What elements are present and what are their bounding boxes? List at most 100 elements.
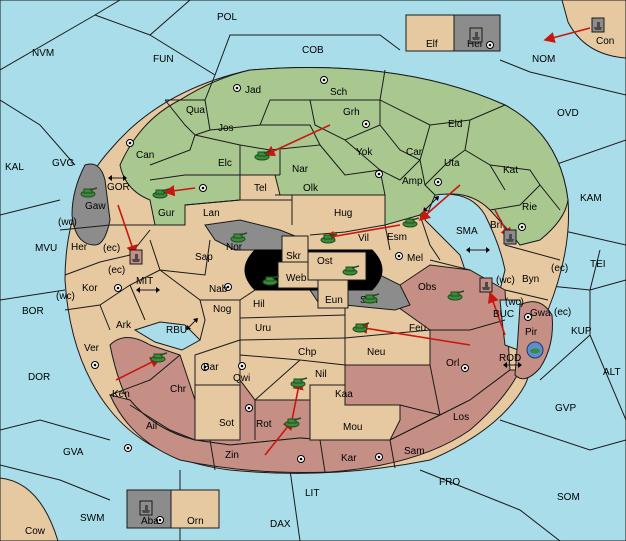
label-ver: Ver (84, 343, 100, 354)
label-car: Car (406, 147, 423, 158)
orn-province[interactable] (170, 489, 220, 529)
army-unit-nil[interactable] (290, 377, 308, 388)
label-con: Con (596, 36, 614, 47)
unit-layer (80, 17, 605, 516)
label-gvg: GVG (52, 158, 74, 169)
skr-province[interactable] (281, 235, 309, 263)
label-wc-gwa: (wc) (505, 297, 524, 308)
supply-centers (91, 41, 532, 524)
label-mel: Mel (407, 253, 423, 264)
label-kar: Kar (341, 453, 357, 464)
army-unit-ost[interactable] (342, 265, 360, 276)
label-ec-kor: (ec) (108, 265, 125, 276)
fleet-unit-pir[interactable] (526, 341, 544, 359)
label-yok: Yok (356, 147, 373, 158)
label-hel: Hel (467, 39, 482, 50)
label-hug: Hug (334, 208, 352, 219)
sea-labels: POL NVM FUN COB NOM OVD KAL GVG KAM SMA … (5, 12, 621, 530)
label-elf: Elf (426, 39, 438, 50)
elf-province[interactable] (405, 14, 455, 52)
label-grh: Grh (343, 107, 360, 118)
label-aba: Aba (141, 516, 159, 527)
army-unit-gaw[interactable] (80, 187, 98, 198)
label-uta: Uta (444, 158, 460, 169)
label-ail: Ail (146, 421, 157, 432)
eun-province[interactable] (317, 279, 349, 309)
label-nvm: NVM (32, 48, 54, 59)
label-zin: Zin (225, 450, 239, 461)
label-kor: Kor (82, 283, 98, 294)
label-orl: Orl (446, 358, 459, 369)
army-unit-nor[interactable] (230, 232, 248, 243)
fleet-unit-bri[interactable] (503, 229, 517, 245)
label-qua: Qua (186, 105, 205, 116)
label-nar: Nar (292, 164, 309, 175)
label-ark: Ark (116, 320, 132, 331)
label-swm: SWM (80, 513, 104, 524)
army-unit-elc[interactable] (254, 150, 272, 161)
label-eld: Eld (448, 119, 462, 130)
label-byn: Byn (522, 274, 539, 285)
label-gaw: Gaw (85, 201, 106, 212)
label-wc-byn: (wc) (496, 275, 515, 286)
army-unit-web[interactable] (262, 275, 280, 286)
label-cob: COB (302, 45, 324, 56)
label-hil: Hil (253, 299, 265, 310)
label-ec-byn: (ec) (551, 263, 568, 274)
move-orders (115, 27, 591, 456)
label-fun: FUN (153, 54, 174, 65)
label-sam: Sam (404, 446, 425, 457)
label-ec-her: (ec) (103, 243, 120, 254)
army-unit-vil[interactable] (320, 233, 338, 244)
label-alt: ALT (603, 367, 621, 378)
army-unit-sun[interactable] (362, 293, 380, 304)
label-ken: Ken (112, 389, 130, 400)
army-unit-ken[interactable] (150, 352, 168, 363)
label-eun: Eun (325, 295, 343, 306)
label-cow: Cow (25, 526, 46, 537)
label-wc-kor: (wc) (56, 291, 75, 302)
label-olk: Olk (303, 183, 319, 194)
label-sap: Sap (195, 252, 213, 263)
label-uru: Uru (255, 323, 271, 334)
label-mit: MIT (136, 276, 153, 287)
label-ost: Ost (317, 256, 333, 267)
fleet-unit-buc[interactable] (479, 277, 493, 293)
label-buc: BUC (493, 309, 514, 320)
fleet-unit-aba[interactable] (139, 500, 153, 516)
label-amp: Amp (402, 176, 423, 187)
label-chr: Chr (170, 384, 187, 395)
fleet-unit-her[interactable] (129, 249, 143, 265)
label-feu: Feu (409, 323, 426, 334)
pir-province[interactable] (514, 301, 553, 380)
label-pol: POL (217, 12, 237, 23)
label-kat: Kat (503, 165, 518, 176)
label-gur: Gur (158, 208, 175, 219)
army-unit-obs[interactable] (447, 290, 465, 301)
label-pir: Pir (525, 327, 538, 338)
label-gvp: GVP (555, 403, 576, 414)
red-outer-ring (109, 369, 521, 473)
label-nil: Nil (315, 369, 327, 380)
label-sch: Sch (330, 87, 347, 98)
army-unit-esm[interactable] (402, 217, 420, 228)
army-unit-rot[interactable] (284, 417, 302, 428)
fleet-unit-con[interactable] (591, 17, 605, 33)
label-skr: Skr (286, 251, 302, 262)
army-unit-feu[interactable] (352, 322, 370, 333)
label-mou: Mou (343, 422, 362, 433)
label-tel: Tel (254, 183, 267, 194)
province-borders (59, 69, 561, 473)
label-vil: Vil (358, 233, 369, 244)
label-kup: KUP (571, 326, 592, 337)
fleet-unit-hel[interactable] (469, 27, 483, 43)
army-unit-gur[interactable] (152, 188, 170, 199)
gaw-province[interactable] (71, 163, 111, 246)
coast-labels: (wc) (ec) (ec) (wc) (wc) (ec) (wc) (ec) (56, 217, 571, 318)
label-nor: Nor (226, 242, 243, 253)
label-gor: GOR (107, 182, 130, 193)
label-gva: GVA (63, 447, 84, 458)
label-qwi: Qwi (233, 373, 250, 384)
label-rie: Rie (522, 202, 537, 213)
